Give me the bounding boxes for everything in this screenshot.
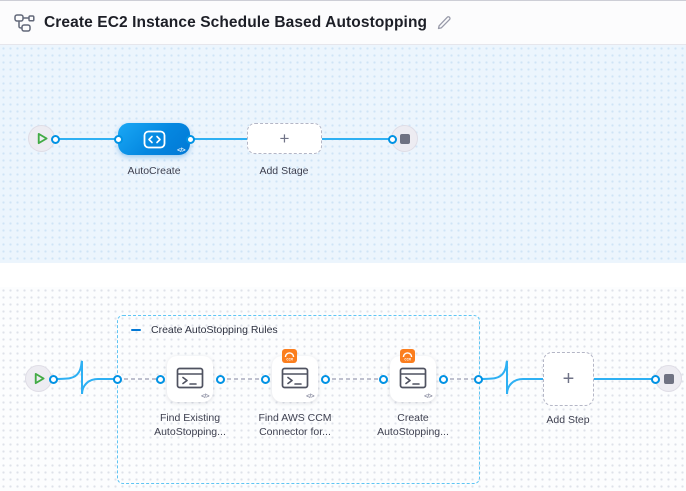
add-step-label: Add Step — [546, 414, 590, 426]
ccm-gauge-icon: CCM — [282, 349, 297, 363]
canvas-execution: Create AutoStopping Rules </> Find Exist… — [0, 287, 686, 491]
plus-icon: + — [562, 367, 575, 390]
port-step1-out[interactable] — [215, 374, 225, 384]
port-end-in[interactable] — [650, 374, 660, 384]
stop-icon — [663, 373, 674, 384]
svg-text:CCM: CCM — [404, 358, 411, 362]
port-group-out[interactable] — [473, 374, 483, 384]
step-label: Find Existing AutoStopping... — [154, 412, 226, 438]
svg-text:CCM: CCM — [286, 358, 293, 362]
port-stage-in[interactable] — [113, 134, 123, 144]
step-label: Find AWS CCM Connector for... — [258, 412, 332, 438]
port-step2-out[interactable] — [320, 374, 330, 384]
terminal-icon — [399, 367, 427, 389]
step-node-create-autostopping[interactable]: CCM </> — [390, 349, 436, 402]
stage-label: AutoCreate — [127, 165, 181, 177]
step-node-find-aws-ccm-connector[interactable]: CCM </> — [272, 349, 318, 402]
pipeline-icon — [14, 13, 35, 32]
port-step1-in[interactable] — [155, 374, 165, 384]
step-group-create-autostopping-rules: Create AutoStopping Rules — [117, 315, 480, 484]
terminal-icon — [176, 367, 204, 389]
add-step-button[interactable]: + — [543, 352, 594, 406]
port-start-out[interactable] — [48, 374, 58, 384]
port-end-in[interactable] — [387, 134, 397, 144]
collapse-minus-icon[interactable] — [131, 324, 143, 336]
play-icon — [34, 372, 45, 385]
ccm-gauge-icon: CCM — [400, 349, 415, 363]
code-icon: </> — [306, 393, 314, 400]
step-group-label: Create AutoStopping Rules — [151, 324, 278, 336]
pipeline-header: Create EC2 Instance Schedule Based Autos… — [0, 0, 686, 45]
port-group-in[interactable] — [112, 374, 122, 384]
step-group-header: Create AutoStopping Rules — [131, 324, 278, 336]
port-stage-out[interactable] — [185, 134, 195, 144]
connector-curve — [477, 360, 543, 395]
terminal-icon — [281, 367, 309, 389]
page-title: Create EC2 Instance Schedule Based Autos… — [44, 13, 428, 31]
stage-wires — [55, 138, 392, 140]
port-step3-out[interactable] — [438, 374, 448, 384]
code-icon: </> — [201, 393, 209, 400]
plus-icon: + — [279, 128, 290, 148]
edit-pencil-icon[interactable] — [436, 15, 452, 31]
code-icon: </> — [424, 393, 432, 400]
add-stage-label: Add Stage — [259, 165, 309, 177]
stop-icon — [399, 133, 410, 144]
port-step3-in[interactable] — [378, 374, 388, 384]
stage-node-autocreate[interactable]: </> — [118, 123, 190, 155]
step-wires — [52, 360, 655, 395]
start-node — [25, 365, 52, 392]
port-start-out[interactable] — [50, 134, 60, 144]
step-node-find-existing[interactable]: </> — [167, 356, 213, 402]
connector-curve — [52, 360, 117, 395]
canvas-stages: </> AutoCreate + Add Stage — [0, 45, 686, 263]
add-stage-button[interactable]: + — [247, 123, 322, 154]
code-icon: </> — [177, 147, 185, 154]
step-label: Create AutoStopping... — [377, 412, 449, 438]
play-icon — [37, 132, 48, 145]
canvas-divider — [0, 263, 686, 287]
port-step2-in[interactable] — [260, 374, 270, 384]
custom-code-icon — [143, 130, 165, 148]
